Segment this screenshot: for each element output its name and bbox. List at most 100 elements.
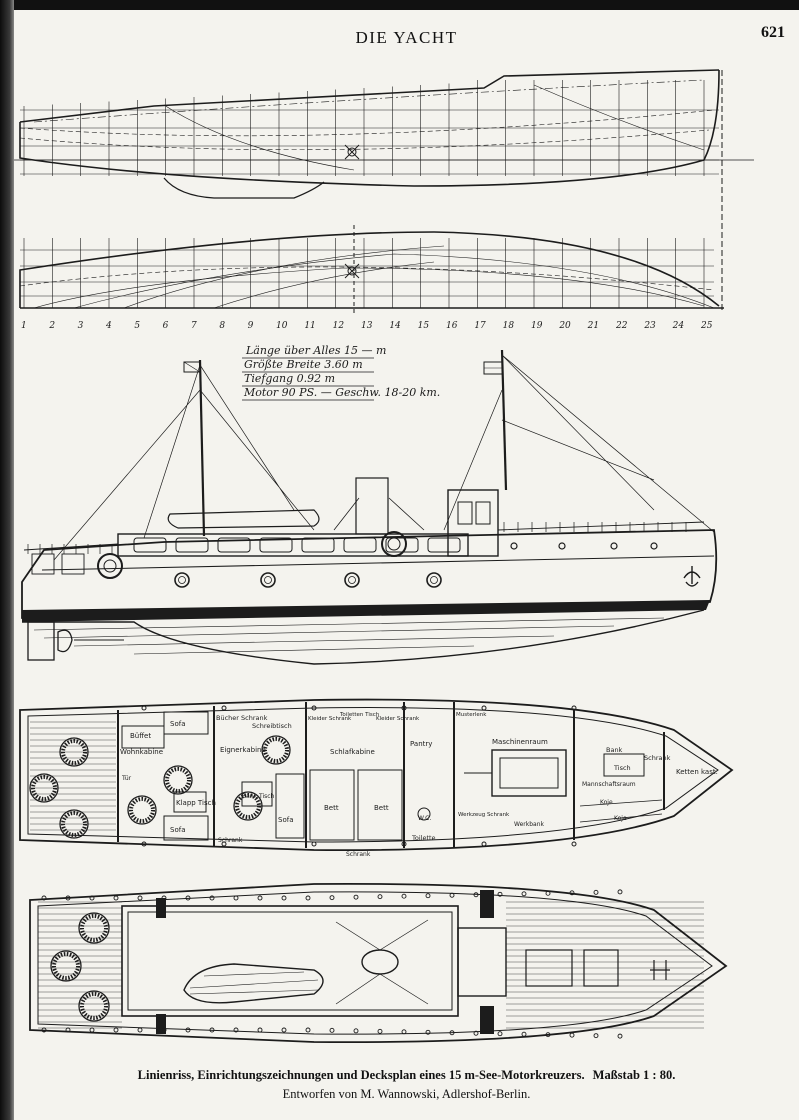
round-hatch-grid <box>61 739 87 765</box>
round-hatch-grid <box>80 992 108 1020</box>
bolt <box>497 1031 503 1037</box>
station-number: 7 <box>191 321 197 331</box>
bolt <box>377 1028 383 1034</box>
round-hatch <box>29 773 59 803</box>
half-breadth-deck-line <box>19 231 720 308</box>
profile-station-grid <box>20 80 719 176</box>
bolt <box>521 1031 527 1037</box>
deckhouse-window <box>301 537 335 553</box>
small-porthole <box>610 542 618 550</box>
engine-block <box>491 749 567 797</box>
bolt <box>113 1027 119 1033</box>
porthole-dot <box>311 705 317 711</box>
diagonal-1 <box>33 79 705 123</box>
lines-profile-view <box>14 69 754 199</box>
bed-1 <box>309 769 355 841</box>
label-wc: W.C. <box>418 815 431 822</box>
label-schreibtisch: Schreibtisch <box>252 722 292 730</box>
label-tisch: Tisch <box>613 764 631 772</box>
bolt <box>473 1030 479 1036</box>
porthole-dot <box>481 705 487 711</box>
bolt <box>113 895 119 901</box>
bolt <box>593 1033 599 1039</box>
bolt <box>425 1029 431 1035</box>
bolt <box>521 891 527 897</box>
bolt <box>137 1027 143 1033</box>
wc-bowl <box>417 807 431 821</box>
station-number: 24 <box>672 321 685 331</box>
bolt <box>569 890 575 896</box>
center-mark-profile <box>347 147 357 157</box>
deckhouse-windows <box>133 537 461 553</box>
bolt <box>449 892 455 898</box>
mainmast <box>500 349 508 491</box>
sofa-bottom <box>163 815 209 841</box>
porthole-dot <box>141 705 147 711</box>
porthole-dot <box>401 705 407 711</box>
bolt <box>65 1027 71 1033</box>
bolt <box>617 1033 623 1039</box>
bolt <box>377 894 383 900</box>
round-hatch-grid <box>52 952 80 980</box>
caption-line-2: Entworfen von M. Wannowski, Adlershof-Be… <box>282 1087 531 1101</box>
deckhouse-window <box>175 537 209 553</box>
life-ring-fwd <box>381 531 407 557</box>
label-pantry: Pantry <box>410 740 432 748</box>
label-bank-tisch: Bank Tisch <box>242 793 275 800</box>
small-porthole <box>650 542 658 550</box>
spec-length: Länge über Alles 15 — m <box>245 344 386 357</box>
bolt <box>545 890 551 896</box>
bolt <box>233 1027 239 1033</box>
round-hatch <box>59 737 89 767</box>
station-number: 4 <box>105 321 112 331</box>
deckhouse <box>117 533 469 557</box>
label-buecherschrank: Bücher Schrank <box>216 714 268 722</box>
fwd-chock-top <box>480 890 494 918</box>
porthole-glass <box>430 576 438 584</box>
engine-skylight <box>355 477 389 535</box>
bolt <box>353 894 359 900</box>
profile-keel <box>19 69 720 187</box>
round-hatch-grid <box>165 767 191 793</box>
boot-top-stripe <box>22 600 710 622</box>
station-number: 12 <box>333 321 345 331</box>
spec-engine: Motor 90 PS. — Geschw. 18-20 km. <box>243 386 440 399</box>
bolt <box>281 1027 287 1033</box>
station-number: 15 <box>418 321 430 331</box>
station-number: 11 <box>304 321 315 331</box>
round-hatch <box>59 809 89 839</box>
round-hatch <box>50 950 82 982</box>
bolt <box>137 895 143 901</box>
round-hatch <box>127 795 157 825</box>
label-koje-2: Koje <box>614 815 627 822</box>
half-breadth-station-grid <box>20 238 714 308</box>
bolt <box>281 895 287 901</box>
bolt <box>305 1027 311 1033</box>
underwater-hull <box>22 609 705 665</box>
station-number: 14 <box>389 321 401 331</box>
station-number: 21 <box>587 321 599 331</box>
scan-top-edge <box>0 0 799 10</box>
bolt <box>449 1030 455 1036</box>
bolt <box>65 895 71 901</box>
porthole-dot <box>311 841 317 847</box>
wheelhouse-roof <box>457 927 507 997</box>
label-eignerkabine: Eignerkabine <box>220 746 266 754</box>
label-toilette: Toilette <box>411 834 436 842</box>
page-number: 621 <box>761 24 785 41</box>
spec-draft: Tiefgang 0.92 m <box>244 372 335 385</box>
bolt <box>401 893 407 899</box>
porthole-dot <box>481 841 487 847</box>
aft-deck-planking <box>30 721 116 831</box>
round-hatch <box>163 765 193 795</box>
bolt <box>185 1027 191 1033</box>
label-sofa-bottom: Sofa <box>170 826 185 834</box>
bolt <box>329 895 335 901</box>
bolt <box>593 889 599 895</box>
label-kettenkasten: Ketten kast. <box>676 768 718 776</box>
deckhouse-window <box>427 537 461 553</box>
station-number: 17 <box>474 321 486 331</box>
deckhouse-window <box>259 537 293 553</box>
label-werkbank: Werkbank <box>514 821 545 828</box>
